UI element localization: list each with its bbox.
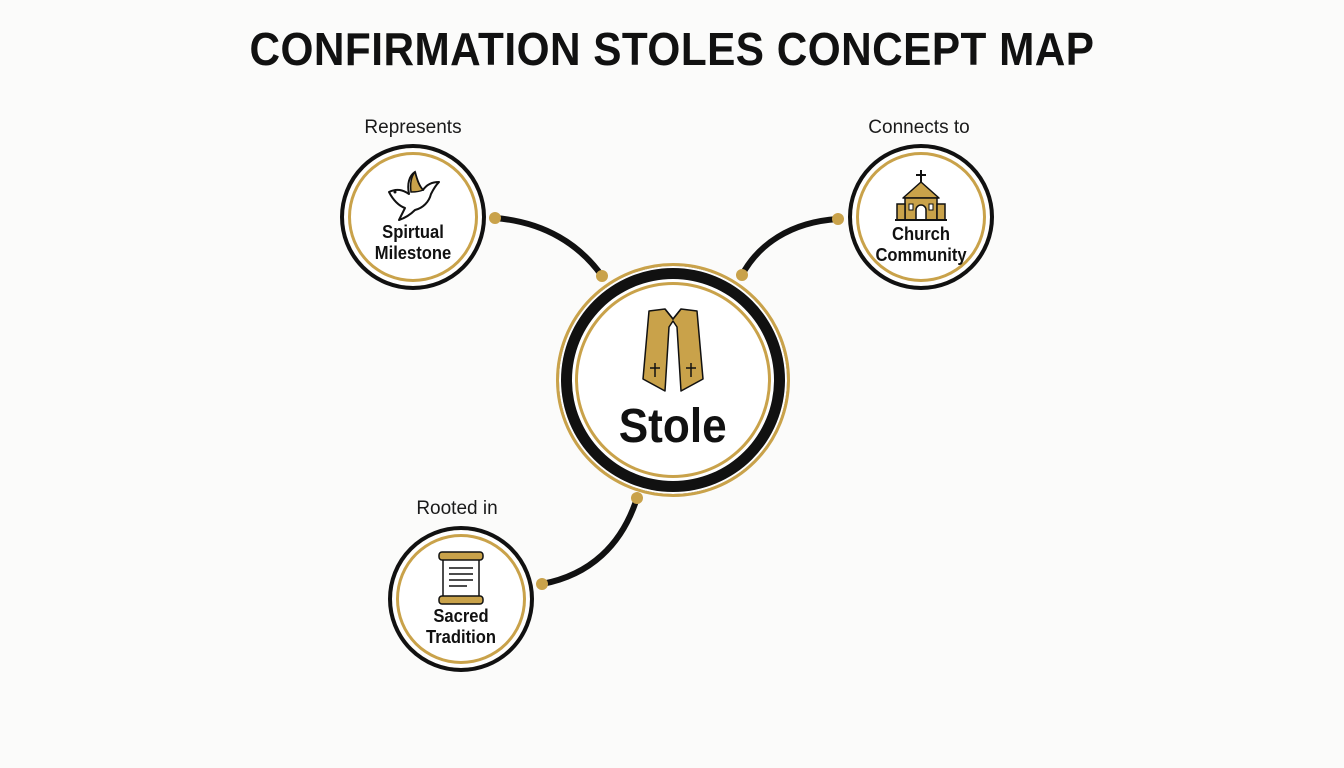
relation-label-connects-to: Connects to	[868, 117, 970, 138]
node-label-line: Church	[892, 224, 950, 244]
node-label-line: Community	[875, 245, 967, 265]
connector-dot	[631, 492, 643, 504]
relation-label-rooted-in: Rooted in	[416, 498, 498, 519]
concept-node-spiritual-milestone: Spirtual Milestone	[340, 144, 486, 290]
concept-node-sacred-tradition: Sacred Tradition	[388, 526, 534, 672]
church-icon	[895, 170, 947, 221]
dove-icon	[388, 170, 440, 221]
connector-top-right	[739, 216, 841, 278]
connector-dot	[536, 578, 548, 590]
node-label-line: Sacred	[433, 606, 489, 626]
stole-icon	[642, 307, 704, 392]
concept-node-church-community: Church Community	[848, 144, 994, 290]
central-concept-label: Stole	[619, 399, 727, 453]
central-concept-node: Stole	[556, 263, 790, 497]
scroll-icon	[438, 551, 484, 605]
relation-label-represents: Represents	[364, 117, 462, 138]
connector-dot	[489, 212, 501, 224]
connector-top-left	[492, 215, 605, 279]
connector-dot	[596, 270, 608, 282]
connector-dot	[736, 269, 748, 281]
connector-bottom-left	[539, 495, 640, 587]
page-title: CONFIRMATION STOLES CONCEPT MAP	[249, 23, 1095, 75]
node-label-line: Spirtual	[382, 222, 444, 242]
node-label-line: Milestone	[374, 243, 452, 263]
node-label-line: Tradition	[426, 627, 496, 647]
connector-dot	[832, 213, 844, 225]
